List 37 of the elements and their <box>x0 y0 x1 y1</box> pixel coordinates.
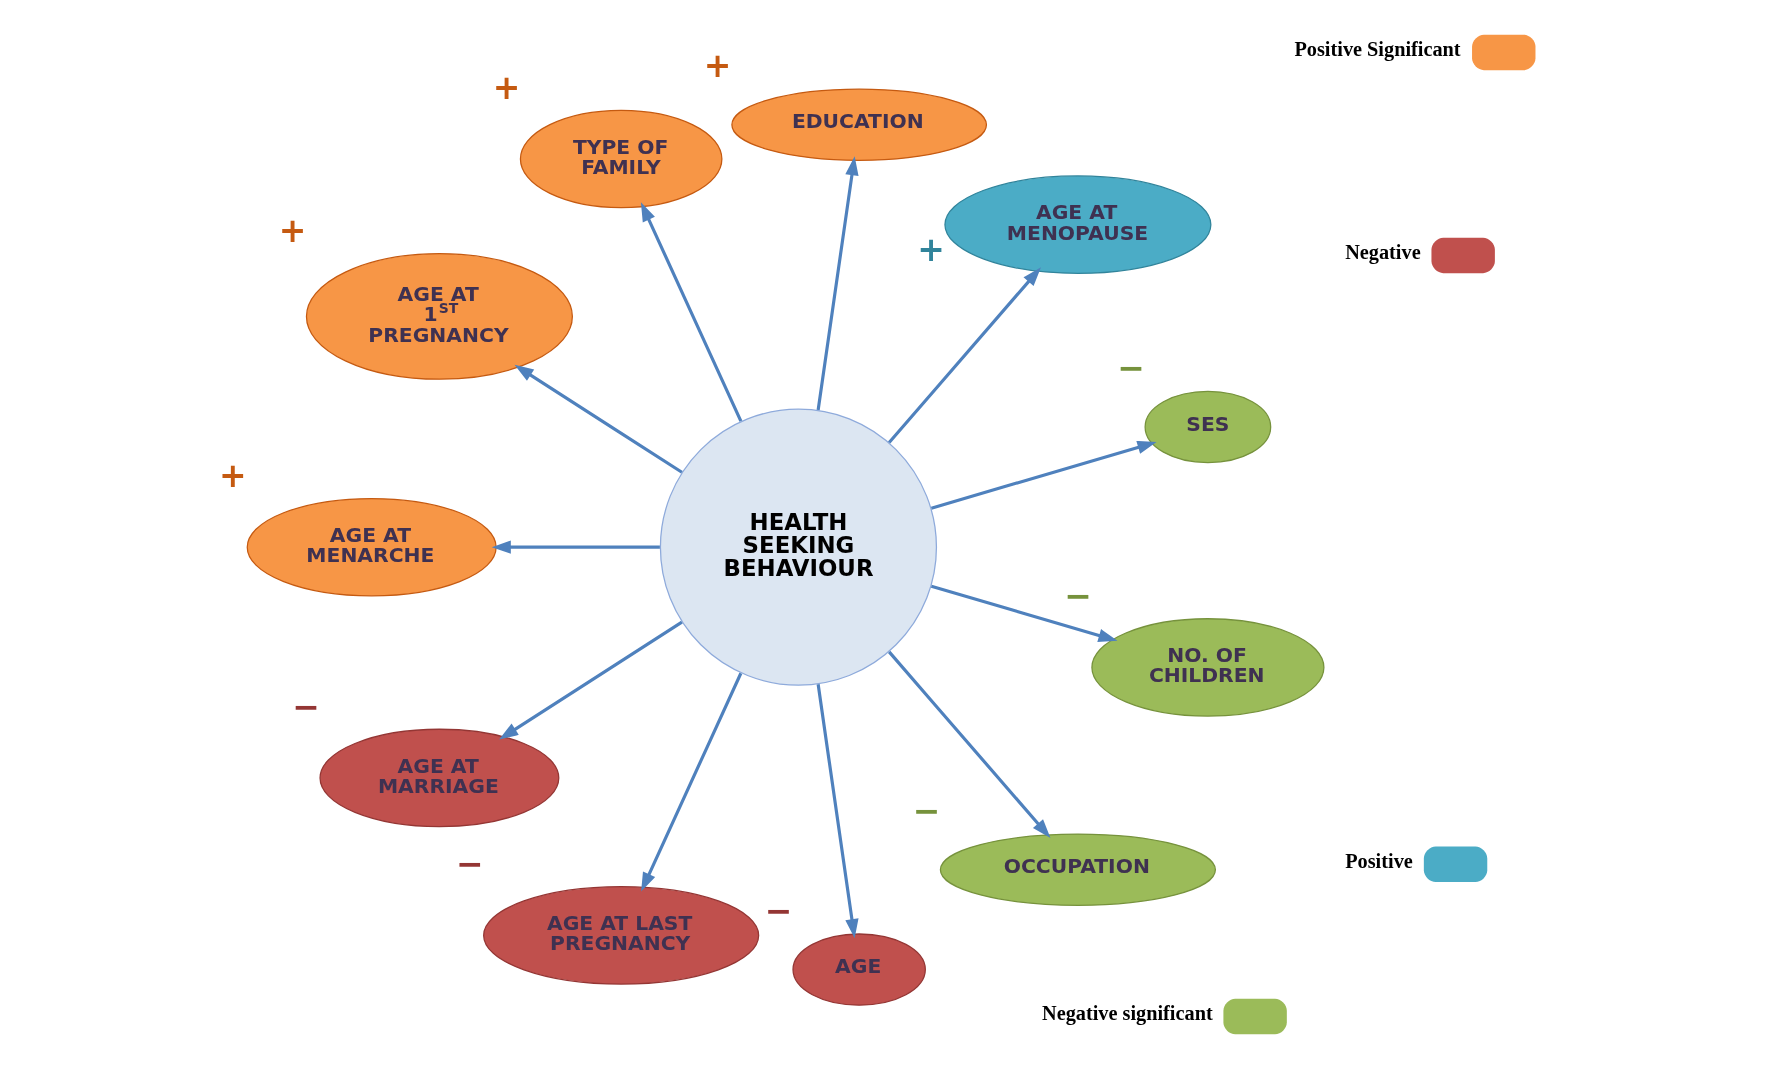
node-ellipse: NO. OF CHILDREN <box>1090 618 1325 717</box>
node-ellipse: AGE AT LAST PREGNANCY <box>482 886 759 985</box>
arrow <box>930 441 1157 510</box>
node-label: − <box>912 791 940 831</box>
node-ellipse: AGE AT MENARCHE <box>246 497 497 597</box>
node-ellipse: SES <box>1144 390 1271 464</box>
node-label: − <box>1063 576 1092 616</box>
legend-label: Positive Significant <box>1293 37 1461 60</box>
node-label: + <box>492 67 520 107</box>
arrow <box>816 684 859 939</box>
arrow <box>491 540 660 554</box>
node-circle: HEALTH SEEKING BEHAVIOUR <box>659 408 937 686</box>
node-ellipse: EDUCATION <box>730 88 987 161</box>
node-label: − <box>455 844 484 884</box>
node-ellipse: TYPE OF FAMILY <box>519 109 722 209</box>
legend-label: Negative significant <box>1041 1002 1213 1025</box>
arrow <box>514 364 683 474</box>
node-ellipse: AGE AT MENOPAUSE <box>943 175 1211 274</box>
legend-label: Positive <box>1344 849 1413 872</box>
arrow <box>887 267 1041 444</box>
node-label: − <box>764 891 792 931</box>
node-ellipse: AGE AT MARRIAGE <box>318 728 559 828</box>
node-ellipse: AGE <box>791 933 926 1006</box>
legend-label: Negative <box>1344 240 1421 263</box>
node-label: − <box>291 686 320 726</box>
node-ellipse: OCCUPATION <box>939 833 1216 906</box>
arrow <box>816 156 859 411</box>
arrow <box>887 650 1050 839</box>
node-label: − <box>1116 348 1145 388</box>
arrow <box>640 202 742 422</box>
node-label: + <box>218 456 247 496</box>
node-label: + <box>916 230 945 270</box>
arrow <box>930 584 1117 642</box>
node-label: + <box>278 211 306 250</box>
node-label: + <box>703 46 731 86</box>
arrow <box>640 672 742 892</box>
arrow <box>498 620 683 740</box>
